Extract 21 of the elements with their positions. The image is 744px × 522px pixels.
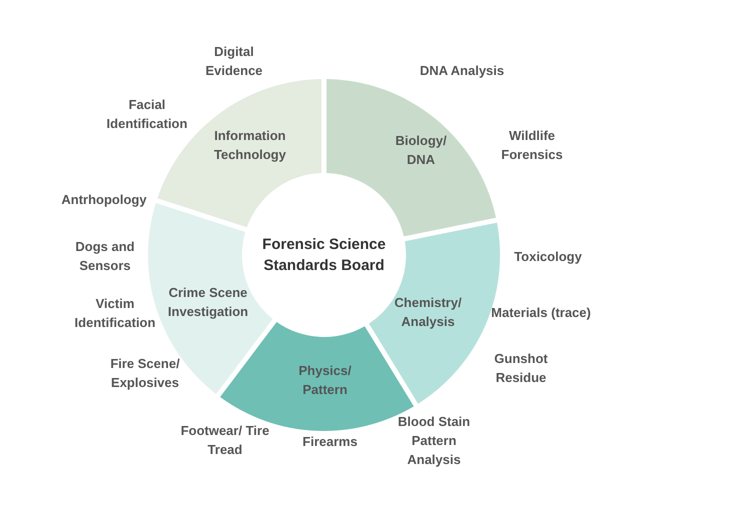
category-label: DNA Analysis <box>420 62 504 80</box>
category-label: Materials (trace) <box>491 304 591 322</box>
category-label: Footwear/ Tire Tread <box>180 422 270 459</box>
category-label: Firearms <box>302 432 358 450</box>
segment-label: Crime Scene Investigation <box>166 284 250 321</box>
category-label: Victim Identification <box>74 295 156 332</box>
category-label: Antrhopology <box>61 190 147 208</box>
category-label: Toxicology <box>514 248 582 266</box>
category-label: Fire Scene/ Explosives <box>109 355 181 392</box>
category-label: Wildlife Forensics <box>500 127 564 164</box>
category-label: Digital Evidence <box>204 43 264 80</box>
segment-label: Information Technology <box>213 127 287 164</box>
donut-segment <box>326 79 496 236</box>
segment-label: Chemistry/ Analysis <box>393 294 463 331</box>
category-label: Dogs and Sensors <box>74 238 136 275</box>
category-label: Gunshot Residue <box>493 350 549 387</box>
center-title: Forensic Science Standards Board <box>261 235 387 276</box>
category-label: Facial Identification <box>106 96 188 133</box>
segment-label: Biology/ DNA <box>394 132 448 169</box>
category-label: Blood Stain Pattern Analysis <box>396 412 472 468</box>
segment-label: Physics/ Pattern <box>298 362 352 399</box>
